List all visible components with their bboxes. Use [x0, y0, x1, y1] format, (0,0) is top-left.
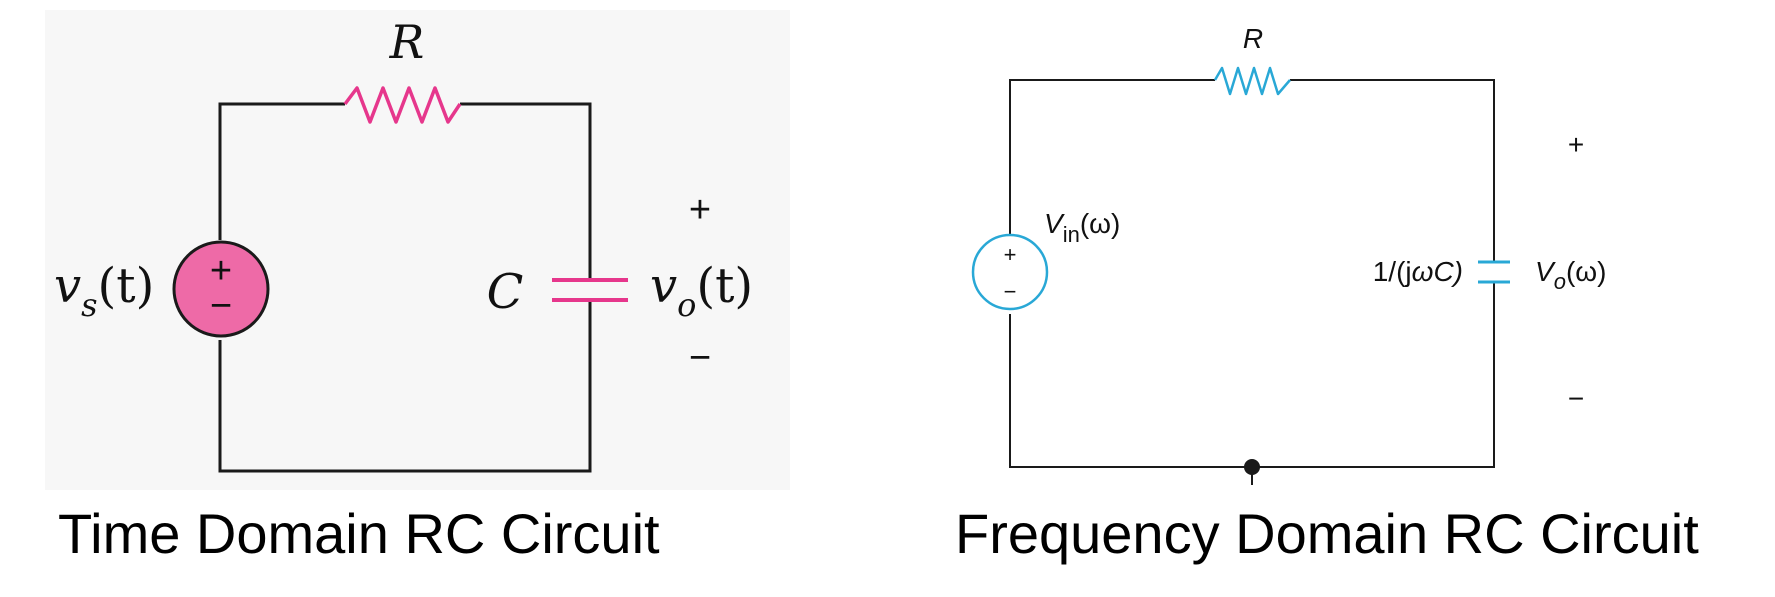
- freq-source-label: Vin(ω): [1044, 208, 1120, 247]
- time-domain-caption: Time Domain RC Circuit: [58, 502, 660, 565]
- time-resistor-label: R: [389, 15, 425, 69]
- time-domain-wires: [218, 102, 592, 473]
- wire-left-top: [218, 102, 345, 240]
- ground-node: [1244, 459, 1260, 475]
- wire-left-top: [1009, 79, 1215, 240]
- freq-resistor: [1213, 66, 1291, 96]
- wire-bottom: [1009, 282, 1495, 468]
- freq-impedance-label: 1/(jωC): [1373, 256, 1463, 287]
- freq-resistor-label: R: [1243, 23, 1263, 54]
- time-capacitor: [552, 278, 628, 302]
- time-domain-panel: [45, 10, 790, 490]
- freq-voltage-source: [971, 233, 1049, 311]
- time-resistor: [343, 86, 462, 124]
- time-source-label: vs(t): [54, 258, 154, 324]
- wire-right-top: [460, 102, 592, 280]
- time-voltage-source: [172, 240, 270, 338]
- time-output-label: vo(t): [650, 258, 753, 324]
- time-source-minus: −: [210, 285, 232, 327]
- freq-source-plus: +: [1004, 242, 1017, 267]
- freq-capacitor: [1478, 260, 1510, 284]
- time-domain-circuit: R C + − vs(t) vo(t) + −: [54, 15, 753, 473]
- wire-bottom: [218, 300, 592, 473]
- freq-output-minus: −: [1568, 383, 1584, 414]
- time-output-plus: +: [689, 189, 711, 231]
- frequency-domain-caption: Frequency Domain RC Circuit: [955, 502, 1699, 565]
- freq-output-plus: +: [1568, 129, 1584, 160]
- freq-output-label: Vo(ω): [1535, 256, 1606, 294]
- time-output-minus: −: [689, 337, 711, 379]
- freq-source-minus: −: [1004, 279, 1017, 304]
- frequency-domain-circuit: R + − Vin(ω) 1/(jωC) Vo(ω) + −: [971, 23, 1606, 485]
- time-capacitor-label: C: [487, 264, 524, 320]
- wire-right-top: [1290, 79, 1495, 262]
- time-source-plus: +: [210, 250, 232, 292]
